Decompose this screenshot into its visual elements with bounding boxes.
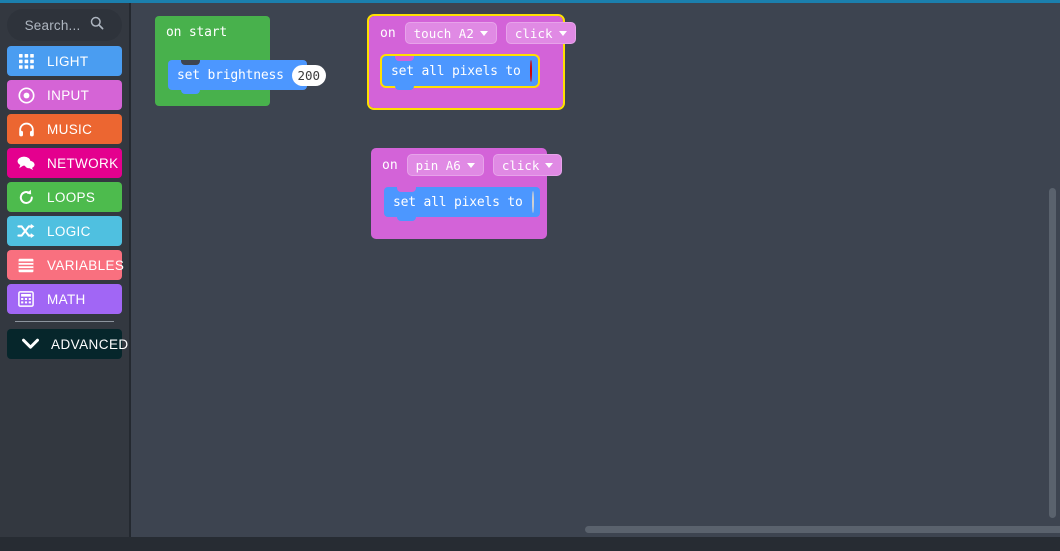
vertical-scrollbar[interactable] (1049, 188, 1056, 518)
block-event-header: on touch A2 click (369, 16, 576, 50)
sidebar-item-music[interactable]: MUSIC (7, 114, 122, 144)
search-placeholder: Search... (24, 17, 81, 33)
horizontal-scrollbar[interactable] (585, 526, 1060, 533)
speech-bubbles-icon (16, 153, 36, 173)
sidebar-item-label: MATH (47, 291, 86, 307)
event-source-value: touch A2 (413, 25, 474, 41)
sidebar-item-label: ADVANCED (51, 336, 129, 352)
block-set-all-pixels-white[interactable]: set all pixels to (384, 187, 540, 221)
event-on-label: on (380, 25, 396, 41)
event-source-value: pin A6 (415, 157, 461, 173)
chevron-down-icon (545, 162, 554, 168)
sidebar-item-advanced[interactable]: ADVANCED (7, 329, 128, 359)
event-gesture-dropdown[interactable]: click (505, 22, 576, 44)
list-lines-icon (16, 255, 36, 275)
brightness-value-field[interactable]: 200 (291, 64, 326, 86)
sidebar-item-logic[interactable]: LOGIC (7, 216, 122, 246)
block-set-brightness-label: set brightness (177, 67, 284, 83)
sidebar-item-light[interactable]: LIGHT (7, 46, 122, 76)
calculator-icon (16, 289, 36, 309)
block-set-brightness[interactable]: set brightness 200 (168, 60, 326, 94)
chevron-down-icon (20, 334, 40, 354)
sidebar-item-label: MUSIC (47, 121, 93, 137)
block-on-pin-a6-click[interactable]: on pin A6 click set all pixels to (371, 148, 563, 239)
event-gesture-dropdown[interactable]: click (492, 154, 563, 176)
sidebar-item-label: NETWORK (47, 155, 119, 171)
sidebar-item-math[interactable]: MATH (7, 284, 122, 314)
sidebar-item-label: LOOPS (47, 189, 96, 205)
toolbox-divider (15, 321, 114, 322)
toolbox-sidebar: Search... (0, 3, 131, 551)
block-set-all-pixels-red[interactable]: set all pixels to (380, 54, 540, 90)
headphones-icon (16, 119, 36, 139)
search-container: Search... (7, 9, 122, 41)
pixel-color-field[interactable] (529, 60, 532, 82)
bottom-bar (0, 537, 1060, 551)
blocks-workspace[interactable]: on start set brightness 200 on touch A2 … (133, 3, 1060, 551)
sidebar-item-input[interactable]: INPUT (7, 80, 122, 110)
event-gesture-value: click (514, 25, 553, 41)
sidebar-item-label: LIGHT (47, 53, 89, 69)
chevron-down-icon (466, 162, 475, 168)
block-on-touch-a2-click[interactable]: on touch A2 click set all pixels to (367, 14, 576, 110)
event-gesture-value: click (501, 157, 540, 173)
sidebar-item-label: LOGIC (47, 223, 91, 239)
sidebar-item-variables[interactable]: VARIABLES (7, 250, 125, 280)
block-event-header: on pin A6 click (371, 148, 563, 182)
block-set-all-pixels-label: set all pixels to (393, 194, 523, 210)
shuffle-icon (16, 221, 36, 241)
chevron-down-icon (479, 30, 488, 36)
sidebar-item-label: VARIABLES (47, 257, 125, 273)
refresh-arrow-icon (16, 187, 36, 207)
event-source-dropdown[interactable]: touch A2 (404, 22, 497, 44)
toolbox-category-list: LIGHT INPUT (0, 46, 129, 359)
search-icon (90, 16, 104, 35)
target-dot-icon (16, 85, 36, 105)
block-on-start[interactable]: on start set brightness 200 (155, 16, 326, 106)
block-on-start-label: on start (166, 25, 228, 40)
sidebar-item-label: INPUT (47, 87, 90, 103)
chevron-down-icon (558, 30, 567, 36)
event-source-dropdown[interactable]: pin A6 (406, 154, 484, 176)
event-on-label: on (382, 157, 398, 173)
top-accent-bar (0, 0, 1060, 3)
sidebar-item-network[interactable]: NETWORK (7, 148, 122, 178)
sidebar-item-loops[interactable]: LOOPS (7, 182, 122, 212)
grid-icon (16, 51, 36, 71)
pixel-color-field[interactable] (531, 191, 534, 213)
search-input[interactable]: Search... (7, 9, 122, 41)
block-set-all-pixels-label: set all pixels to (391, 63, 521, 79)
